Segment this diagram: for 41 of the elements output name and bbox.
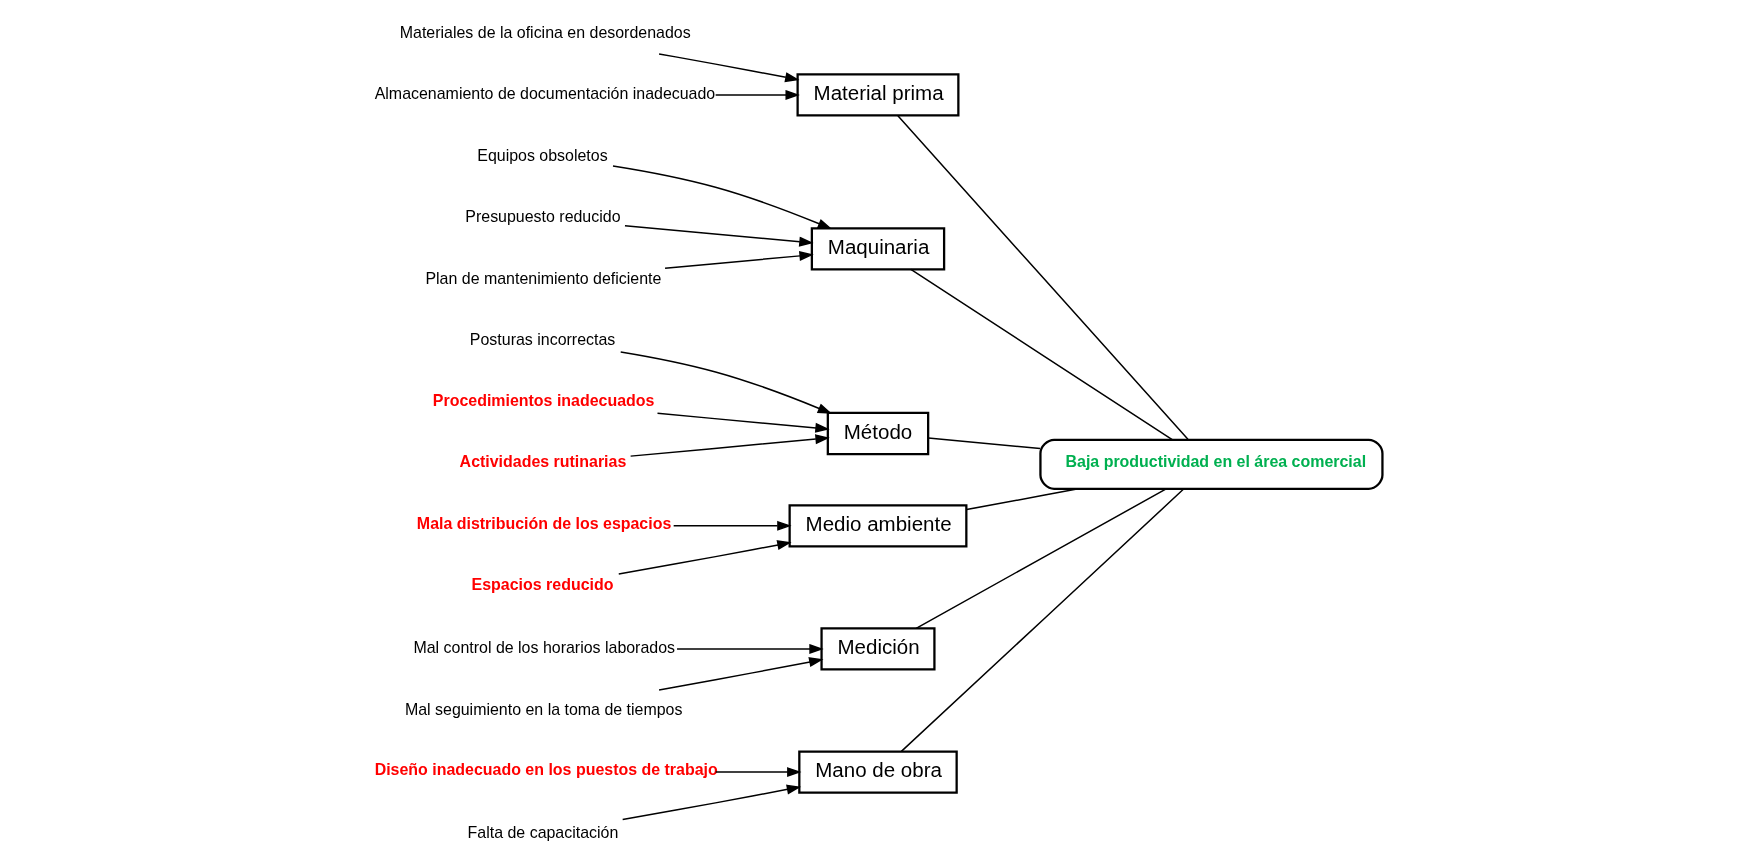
arrow [664,250,814,269]
arrow [656,412,830,433]
node-text: Falta de capacitación [467,823,619,841]
node-text: Plan de mantenimiento deficiente [425,269,662,287]
node-box: Método [826,411,930,456]
node-text: Almacenamiento de documentación inadecuado [374,85,716,103]
arrow [658,657,824,691]
node-box: Baja productividad en el área comercial [1039,438,1384,490]
node-text: Diseño inadecuado en los puestos de trabajo [374,761,718,779]
connector [910,268,1174,441]
node-box: Material prima [796,73,960,117]
arrow [714,767,802,778]
node-box: Maquinaria [810,227,946,271]
node-text: Actividades rutinarias [459,453,627,471]
arrow [624,224,814,247]
arrow [658,53,800,83]
arrow [629,434,830,457]
arrow [618,540,792,575]
connector [927,437,1041,450]
node-box: Medio ambiente [788,504,968,548]
connector [897,115,1189,441]
node-box: Medición [820,627,936,671]
arrow [612,165,833,230]
arrow [621,784,802,821]
node-text: Mala distribución de los espacios [416,514,672,532]
node-text: Procedimientos inadecuados [432,391,655,409]
connector [900,488,1185,753]
node-text: Equipos obsoletos [477,146,608,164]
node-text: Mal seguimiento en la toma de tiempos [404,700,683,718]
node-text: Materiales de la oficina en desordenados [399,23,691,41]
node-text: Posturas incorrectas [469,331,616,349]
node-text: Mal control de los horarios laborados [413,639,676,657]
node-box: Mano de obra [798,750,958,794]
arrow [714,89,800,100]
connector [965,488,1080,511]
arrow [619,351,833,414]
arrow [672,520,792,531]
connector [915,488,1167,630]
node-text: Presupuesto reducido [465,208,621,226]
arrow [676,643,824,654]
node-text: Espacios reducido [471,576,614,594]
